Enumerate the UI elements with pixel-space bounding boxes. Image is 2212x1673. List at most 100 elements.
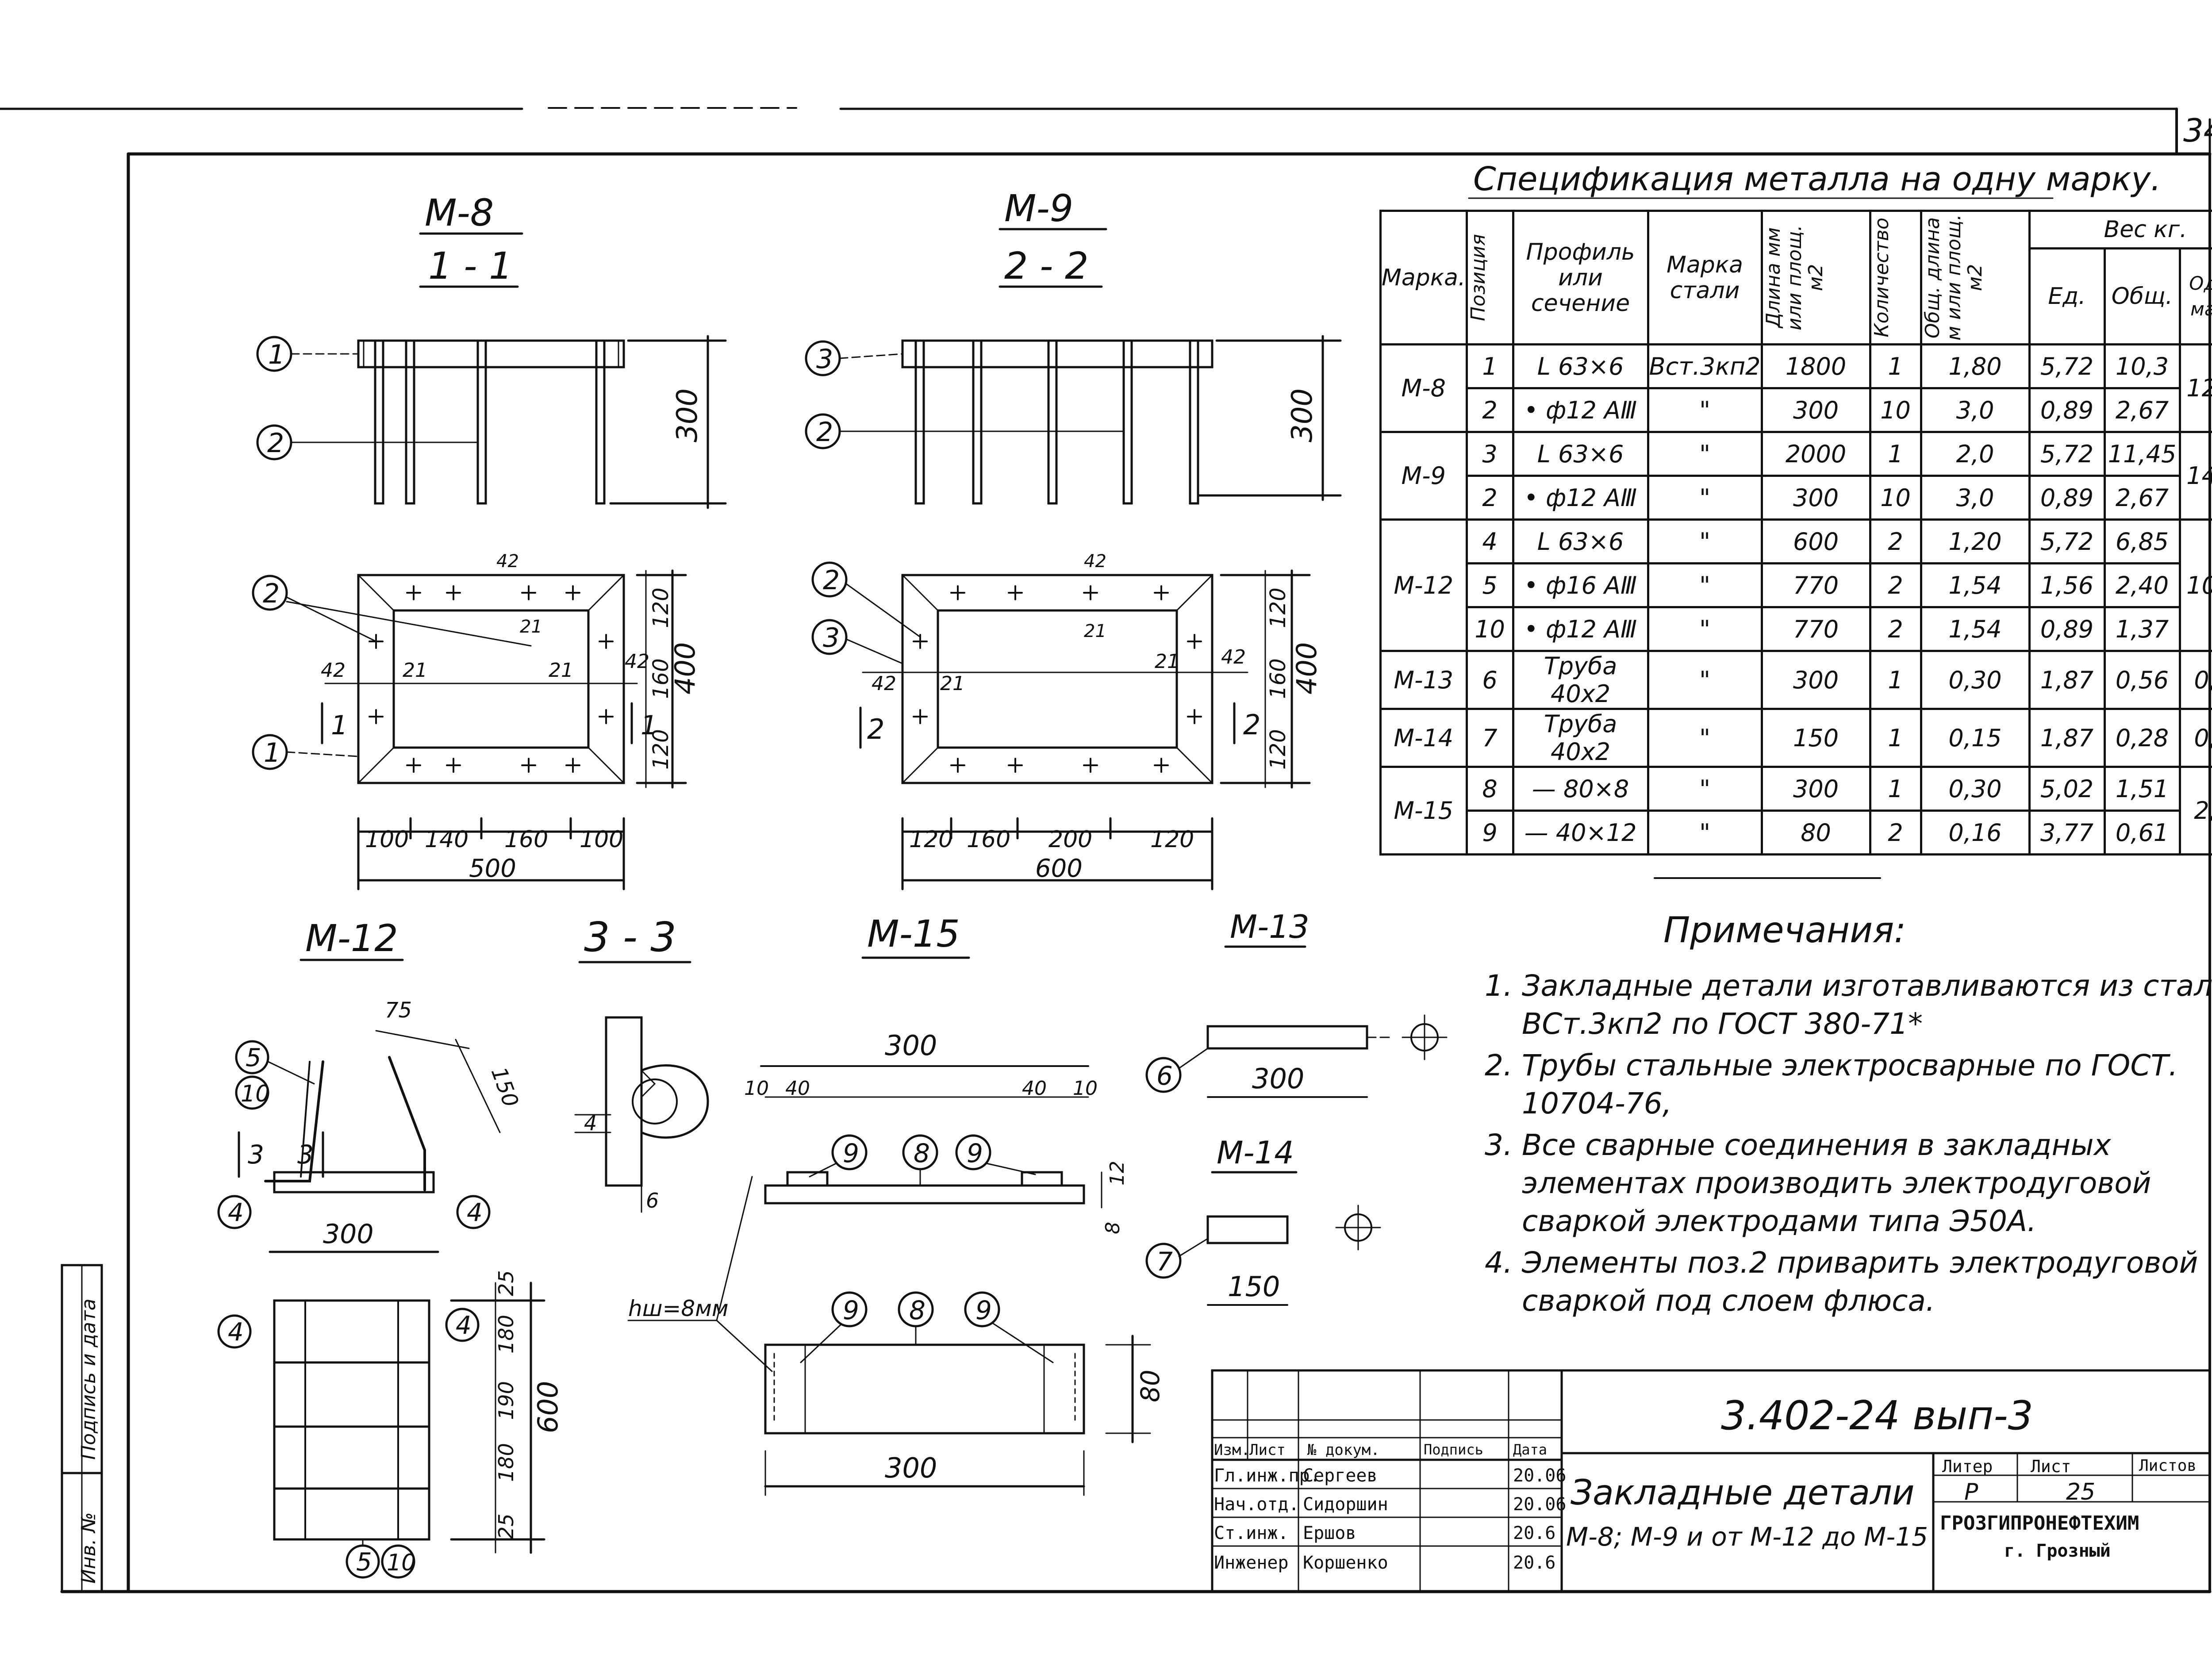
- tb-date-4: 20.6: [1513, 1553, 1556, 1573]
- spec-cell-unit-weight: 0,89: [2028, 606, 2106, 652]
- spec-cell-unit-weight: 1,87: [2028, 650, 2106, 710]
- spec-cell-profile: L 63×6: [1512, 518, 1649, 564]
- spec-cell-total-length: 1,54: [1920, 562, 2031, 608]
- m9-dim-c120a: 120: [909, 826, 953, 853]
- spec-cell-steel: ": [1647, 475, 1763, 521]
- spec-cell-total-weight: 1,51: [2103, 766, 2181, 812]
- m9-dim-21c: 21: [1155, 650, 1179, 673]
- note-item: Все сварные соединения в закладных элеме…: [1522, 1126, 2212, 1240]
- m9-callout-2-elev: 2: [816, 417, 833, 448]
- m13-dim: 300: [1252, 1063, 1304, 1095]
- s33-dim-6: 6: [646, 1189, 659, 1213]
- spec-cell-per-mark: 12.97: [2178, 343, 2212, 433]
- m15-callout-9d: 9: [975, 1295, 992, 1325]
- m9-cut-right: 2: [1243, 709, 1260, 741]
- spec-cell-mark: М-14: [1379, 708, 1468, 768]
- spec-cell-steel: ": [1647, 708, 1763, 768]
- spec-cell-unit-weight: 1,87: [2028, 708, 2106, 768]
- m15-callout-9a: 9: [843, 1138, 859, 1168]
- spec-cell-total-weight: 11,45: [2103, 431, 2181, 477]
- tb-sheet-label: Лист: [2031, 1457, 2071, 1476]
- spec-hdr-steel: Марка стали: [1647, 210, 1763, 345]
- spec-cell-position: 8: [1465, 766, 1514, 812]
- spec-cell-unit-weight: 1,56: [2028, 562, 2106, 608]
- m9-section-label: 2 - 2: [1004, 244, 1089, 288]
- m14-callout: 7: [1156, 1247, 1173, 1277]
- spec-cell-steel: ": [1647, 431, 1763, 477]
- m8-dim-c100a: 100: [365, 826, 409, 853]
- spec-cell-steel: ": [1647, 606, 1763, 652]
- side-stamp-sign: Подпись и дата: [77, 1299, 100, 1460]
- m8-dim-42b: 42: [321, 659, 346, 682]
- side-stamp-inv: Инв. №: [77, 1512, 100, 1584]
- m12-callout-4a: 4: [228, 1198, 244, 1227]
- spec-cell-total-weight: 0,56: [2103, 650, 2181, 710]
- m9-dim-height: 300: [1286, 388, 1319, 442]
- spec-cell-qty: 2: [1869, 518, 1922, 564]
- doc-title-line1: Закладные детали: [1571, 1473, 1915, 1513]
- m15-callout-9b: 9: [967, 1138, 983, 1168]
- spec-cell-length: 150: [1760, 708, 1871, 768]
- tb-role-3: Ст.инж.: [1214, 1523, 1289, 1543]
- spec-cell-position: 9: [1465, 810, 1514, 856]
- spec-cell-length: 2000: [1760, 431, 1871, 477]
- spec-cell-length: 770: [1760, 606, 1871, 652]
- spec-cell-position: 3: [1465, 431, 1514, 477]
- m8-dim-120a: 120: [649, 587, 673, 628]
- m8-callout-2-plan: 2: [263, 578, 280, 609]
- title-block: 3.402-24 вып-3 Закладные детали М-8; М-9…: [1212, 1370, 2208, 1591]
- m9-rod-marks: [913, 585, 1202, 773]
- spec-cell-length: 300: [1760, 475, 1871, 521]
- spec-cell-profile: • ф12 AⅢ: [1512, 387, 1649, 433]
- spec-cell-unit-weight: 3,77: [2028, 810, 2106, 856]
- spec-cell-profile: — 40×12: [1512, 810, 1649, 856]
- spec-cell-total-length: 0,15: [1920, 708, 2031, 768]
- spec-cell-qty: 10: [1869, 387, 1922, 433]
- spec-cell-qty: 1: [1869, 766, 1922, 812]
- s33-title: 3 - 3: [584, 913, 676, 961]
- m9-dim-42c: 42: [1221, 646, 1246, 668]
- note-item: Трубы стальные электросварные по ГОСТ. 1…: [1522, 1047, 2212, 1123]
- spec-cell-unit-weight: 5,02: [2028, 766, 2106, 812]
- spec-hdr-weight: Вес кг.: [2028, 210, 2212, 249]
- tb-name-1: Сергеев: [1303, 1466, 1378, 1486]
- tb-date-1: 20.06: [1513, 1466, 1567, 1486]
- m12-dim-25a: 25: [494, 1270, 518, 1296]
- spec-cell-qty: 10: [1869, 475, 1922, 521]
- spec-cell-unit-weight: 5,72: [2028, 343, 2106, 389]
- m12-callout-5: 5: [246, 1044, 261, 1072]
- tb-hdr-sign: Подпись: [1424, 1441, 1483, 1458]
- m12-dim-25b: 25: [494, 1513, 518, 1539]
- spec-cell-length: 600: [1760, 518, 1871, 564]
- spec-cell-qty: 1: [1869, 708, 1922, 768]
- m15-dim-10b: 10: [1073, 1077, 1098, 1100]
- m8-dim-height: 300: [671, 388, 704, 442]
- spec-cell-length: 1800: [1760, 343, 1871, 389]
- spec-cell-length: 300: [1760, 650, 1871, 710]
- m8-cut-right: 1: [641, 710, 657, 741]
- spec-cell-profile: — 80×8: [1512, 766, 1649, 812]
- spec-hdr-total: Общ.: [2103, 247, 2181, 345]
- m8-callout-2-elev: 2: [267, 428, 284, 459]
- spec-cell-position: 1: [1465, 343, 1514, 389]
- spec-cell-total-weight: 0,28: [2103, 708, 2181, 768]
- page-number: 34: [2183, 112, 2212, 149]
- spec-hdr-profile: Профиль или сечение: [1512, 210, 1649, 345]
- note-item: Элементы поз.2 приварить электродуговой …: [1522, 1244, 2212, 1320]
- m12-callout-10: 10: [241, 1081, 270, 1107]
- m12-dim-300: 300: [323, 1219, 374, 1250]
- spec-cell-mark: М-9: [1379, 431, 1468, 521]
- spec-cell-per-mark: 14,12: [2178, 431, 2212, 521]
- m9-cut-left: 2: [867, 713, 884, 745]
- m12-callout-5b: 5: [356, 1548, 372, 1577]
- spec-cell-per-mark: 0,28: [2178, 708, 2212, 768]
- m9-dim-42b: 42: [872, 672, 896, 695]
- spec-cell-profile: Труба 40х2: [1512, 708, 1649, 768]
- spec-cell-unit-weight: 0,89: [2028, 387, 2106, 433]
- m9-dim-21b: 21: [940, 672, 965, 695]
- spec-cell-position: 5: [1465, 562, 1514, 608]
